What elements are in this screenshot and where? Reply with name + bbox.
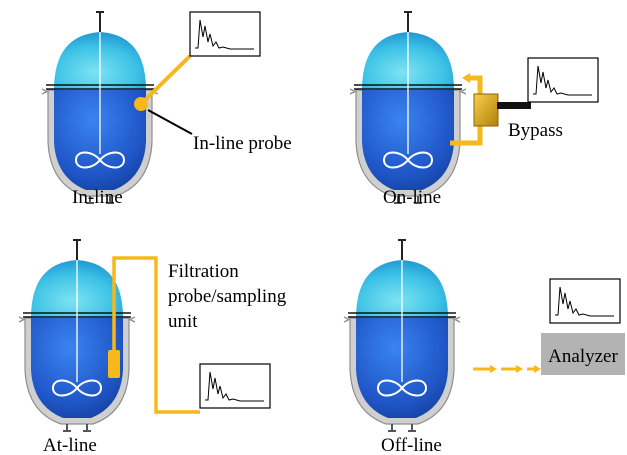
offline-caption: Off-line xyxy=(381,435,442,455)
offline-spectrum-chart-icon xyxy=(549,278,621,324)
online-bypass-label: Bypass xyxy=(508,120,563,141)
inline-panel: In-line probe In-line xyxy=(41,11,292,208)
inline-probe-pointer xyxy=(147,109,193,135)
inline-caption: In-line xyxy=(72,187,123,208)
inline-probe-line xyxy=(140,54,192,105)
atline-caption: At-line xyxy=(43,435,97,455)
inline-probe-label: In-line probe xyxy=(193,133,292,154)
offline-reactor-vessel xyxy=(343,239,461,432)
online-reactor-vessel xyxy=(349,11,467,204)
atline-filtration-probe xyxy=(108,350,120,378)
online-panel: Bypass On-line xyxy=(349,11,599,208)
online-spectrum-chart-icon xyxy=(527,57,599,103)
inline-spectrum-chart-icon xyxy=(189,11,261,57)
atline-sampling-line xyxy=(112,256,200,414)
atline-probe-label-line-3: unit xyxy=(168,311,198,332)
online-bypass-unit xyxy=(473,93,499,127)
online-caption: On-line xyxy=(383,187,441,208)
atline-spectrum-chart-icon xyxy=(199,363,271,409)
atline-probe-label: Filtration probe/sampling unit xyxy=(168,261,291,332)
online-bypass-pipe-bottom xyxy=(450,124,483,146)
atline-probe-label-line-1: Filtration xyxy=(168,261,239,282)
offline-transfer-arrows xyxy=(473,365,541,373)
atline-probe-label-line-2: probe/sampling xyxy=(168,286,287,307)
atline-reactor-vessel xyxy=(18,239,136,432)
offline-analyzer-box xyxy=(541,333,625,375)
online-bypass-arrow xyxy=(462,73,470,83)
atline-panel: Filtration probe/sampling unit At-line xyxy=(18,239,291,455)
inline-probe-tip xyxy=(134,97,148,111)
online-bypass-pipe-top xyxy=(466,75,483,96)
online-bypass-connector xyxy=(497,102,531,109)
offline-panel: Analyzer Off-line xyxy=(343,239,625,455)
offline-analyzer-label: Analyzer xyxy=(548,346,618,367)
